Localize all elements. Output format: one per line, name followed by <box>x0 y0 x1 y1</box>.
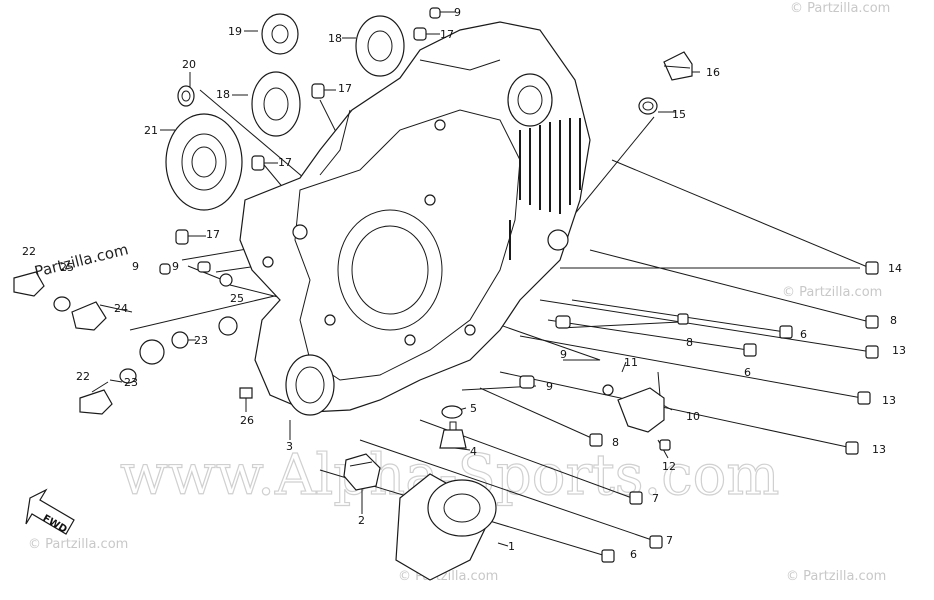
filter-fitting-2 <box>343 453 381 491</box>
partzilla-watermark-bottom-right: © Partzilla.com <box>786 569 886 584</box>
callout-6-b: 6 <box>744 366 751 379</box>
partzilla-side-logo: Partzilla.com <box>33 240 130 281</box>
callout-13-c: 13 <box>872 443 886 456</box>
callout-12: 12 <box>662 460 676 473</box>
callout-17-b: 17 <box>338 82 352 95</box>
callout-8-c: 8 <box>612 436 619 449</box>
partzilla-watermark-right: © Partzilla.com <box>782 285 882 300</box>
bearing-19 <box>261 13 299 55</box>
callout-14: 14 <box>888 262 902 275</box>
callout-20: 20 <box>182 58 196 71</box>
callout-10: 10 <box>686 410 700 423</box>
forward-arrow-icon: FWD <box>25 488 75 536</box>
oil-filter-1 <box>395 473 497 581</box>
fitting-24 <box>71 301 107 331</box>
callout-labels: 1 2 3 4 5 6 6 6 7 7 8 8 8 9 9 9 9 9 10 1… <box>22 6 906 561</box>
callout-9-b: 9 <box>132 260 139 273</box>
bolts-right <box>589 261 879 563</box>
callout-11: 11 <box>624 356 638 369</box>
callout-22-a: 22 <box>22 245 36 258</box>
bearing-18-mid <box>251 71 301 137</box>
crankcase-cover <box>239 21 591 416</box>
washer-5 <box>441 405 463 419</box>
callout-9-d: 9 <box>560 348 567 361</box>
fitting-23-lower <box>119 339 165 384</box>
callout-6-c: 6 <box>630 548 637 561</box>
callout-23-a: 23 <box>194 334 208 347</box>
callout-4: 4 <box>470 445 477 458</box>
callout-24: 24 <box>114 302 128 315</box>
bolt-22-lower <box>79 381 113 415</box>
callout-1: 1 <box>508 540 515 553</box>
callout-9-a: 9 <box>454 6 461 19</box>
callout-18-a: 18 <box>328 32 342 45</box>
callout-6-a: 6 <box>800 328 807 341</box>
callout-18-b: 18 <box>216 88 230 101</box>
callout-26: 26 <box>240 414 254 427</box>
callout-9-c: 9 <box>172 260 179 273</box>
plug-26 <box>239 387 253 399</box>
callout-17-d: 17 <box>206 228 220 241</box>
partzilla-watermark-bottom-left: © Partzilla.com <box>28 537 128 552</box>
callout-7-b: 7 <box>666 534 673 547</box>
bushing-20 <box>177 85 195 107</box>
callout-13-b: 13 <box>882 394 896 407</box>
washers-23-25 <box>53 273 238 349</box>
drain-plug-4 <box>439 421 467 449</box>
bearing-21 <box>165 113 243 211</box>
callout-2: 2 <box>358 514 365 527</box>
callout-16: 16 <box>706 66 720 79</box>
oil-filler-cap-16 <box>663 51 693 81</box>
bearing-18-top <box>355 15 405 77</box>
callout-21: 21 <box>144 124 158 137</box>
callout-8-b: 8 <box>686 336 693 349</box>
callout-25-b: 25 <box>60 261 74 274</box>
shift-shaft-assembly-10 <box>602 371 671 451</box>
dowel-pins <box>159 7 571 389</box>
partzilla-watermark-top-right: © Partzilla.com <box>790 1 890 16</box>
callout-3: 3 <box>286 440 293 453</box>
callout-7-a: 7 <box>652 492 659 505</box>
callout-23-b: 23 <box>124 376 138 389</box>
callout-22-b: 22 <box>76 370 90 383</box>
callout-17-c: 17 <box>278 156 292 169</box>
callout-19: 19 <box>228 25 242 38</box>
o-ring-15 <box>638 97 658 115</box>
callout-8-a: 8 <box>890 314 897 327</box>
callout-25-a: 25 <box>230 292 244 305</box>
callout-15: 15 <box>672 108 686 121</box>
callout-17-a: 17 <box>440 28 454 41</box>
bolt-22-upper <box>13 271 45 297</box>
callout-13-a: 13 <box>892 344 906 357</box>
callout-9-e: 9 <box>546 380 553 393</box>
callout-5: 5 <box>470 402 477 415</box>
